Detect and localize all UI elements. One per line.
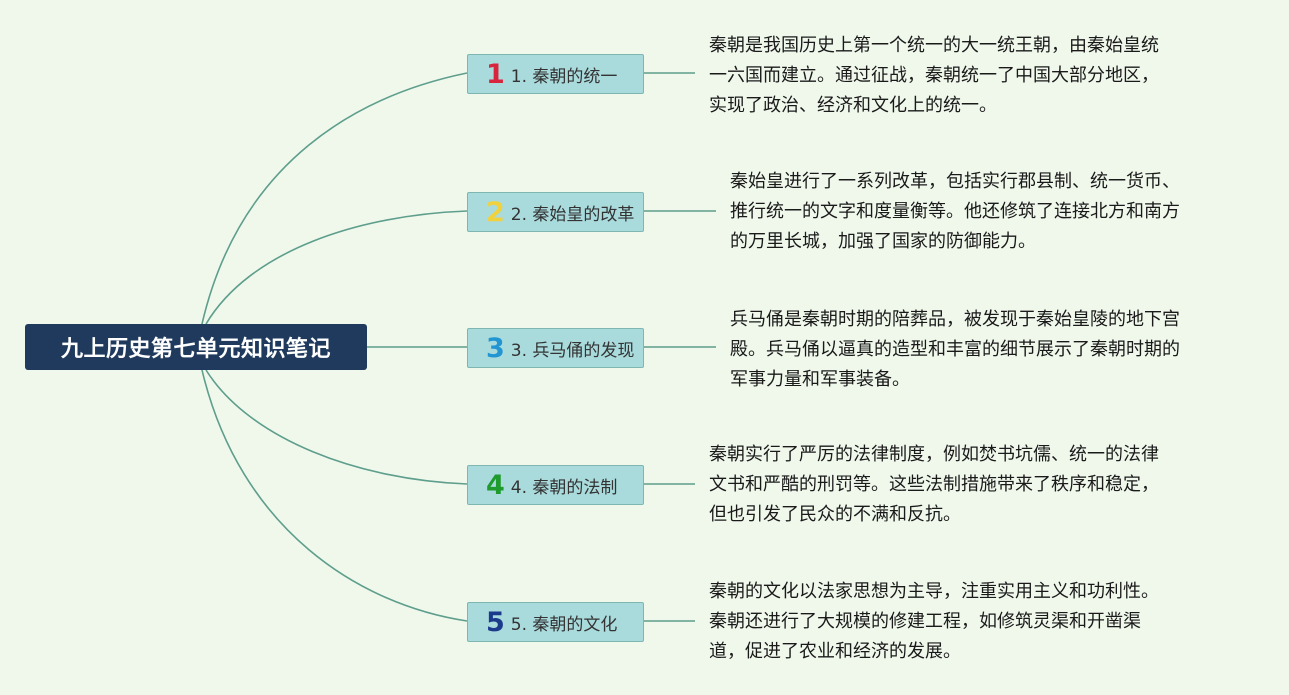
note-line: 秦朝的文化以法家思想为主导，注重实用主义和功利性。 — [709, 581, 1159, 602]
number-badge-2: 2 — [486, 196, 505, 228]
note-line: 实现了政治、经济和文化上的统一。 — [709, 95, 997, 116]
note-line: 秦朝还进行了大规模的修建工程，如修筑灵渠和开凿渠 — [709, 611, 1141, 632]
note-line: 秦朝是我国历史上第一个统一的大一统王朝，由秦始皇统 — [709, 35, 1159, 56]
topic-node-2[interactable]: 2 2. 秦始皇的改革 — [467, 192, 644, 232]
branch-line-2 — [205, 210, 468, 325]
note-line: 的万里长城，加强了国家的防御能力。 — [730, 231, 1036, 252]
topic-label-2: 2. 秦始皇的改革 — [510, 204, 635, 225]
note-text-1: 秦朝是我国历史上第一个统一的大一统王朝，由秦始皇统 一六国而建立。通过征战，秦朝… — [709, 31, 1239, 121]
topic-label-1: 1. 秦朝的统一 — [510, 66, 618, 87]
topic-node-1[interactable]: 1 1. 秦朝的统一 — [467, 54, 644, 94]
topic-node-3[interactable]: 3 3. 兵马俑的发现 — [467, 328, 644, 368]
note-line: 秦始皇进行了一系列改革，包括实行郡县制、统一货币、 — [730, 171, 1180, 192]
note-line: 殿。兵马俑以逼真的造型和丰富的细节展示了秦朝时期的 — [730, 339, 1180, 360]
branch-line-5 — [201, 369, 468, 622]
note-line: 秦朝实行了严厉的法律制度，例如焚书坑儒、统一的法律 — [709, 444, 1159, 465]
branch-line-4 — [205, 369, 468, 485]
note-line: 一六国而建立。通过征战，秦朝统一了中国大部分地区， — [709, 65, 1159, 86]
note-text-3: 兵马俑是秦朝时期的陪葬品，被发现于秦始皇陵的地下宫 殿。兵马俑以逼真的造型和丰富… — [730, 305, 1260, 395]
root-node[interactable]: 九上历史第七单元知识笔记 — [25, 324, 367, 370]
note-line: 道，促进了农业和经济的发展。 — [709, 641, 961, 662]
topic-label-4: 4. 秦朝的法制 — [510, 477, 618, 498]
number-badge-1: 1 — [486, 58, 505, 90]
note-line: 推行统一的文字和度量衡等。他还修筑了连接北方和南方 — [730, 201, 1180, 222]
note-line: 兵马俑是秦朝时期的陪葬品，被发现于秦始皇陵的地下宫 — [730, 309, 1180, 330]
topic-label-5: 5. 秦朝的文化 — [510, 614, 618, 635]
number-badge-5: 5 — [486, 606, 505, 638]
topic-label-3: 3. 兵马俑的发现 — [510, 340, 635, 361]
note-line: 但也引发了民众的不满和反抗。 — [709, 504, 961, 525]
note-text-4: 秦朝实行了严厉的法律制度，例如焚书坑儒、统一的法律 文书和严酷的刑罚等。这些法制… — [709, 440, 1239, 530]
note-text-5: 秦朝的文化以法家思想为主导，注重实用主义和功利性。 秦朝还进行了大规模的修建工程… — [709, 577, 1239, 667]
branch-line-1 — [201, 72, 468, 325]
note-line: 文书和严酷的刑罚等。这些法制措施带来了秩序和稳定， — [709, 474, 1159, 495]
root-title: 九上历史第七单元知识笔记 — [60, 337, 331, 362]
note-text-2: 秦始皇进行了一系列改革，包括实行郡县制、统一货币、 推行统一的文字和度量衡等。他… — [730, 167, 1260, 257]
topic-node-4[interactable]: 4 4. 秦朝的法制 — [467, 465, 644, 505]
topic-node-5[interactable]: 5 5. 秦朝的文化 — [467, 602, 644, 642]
number-badge-4: 4 — [486, 469, 505, 501]
number-badge-3: 3 — [486, 332, 505, 364]
note-line: 军事力量和军事装备。 — [730, 369, 910, 390]
